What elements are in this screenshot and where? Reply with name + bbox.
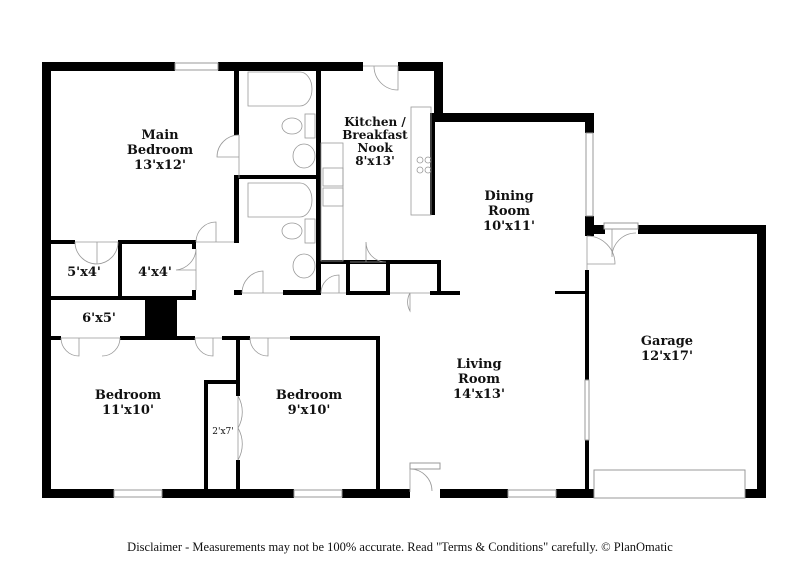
room-label-bedroom-right: Bedroom 9'x10' [275,388,343,418]
room-label-main-bedroom: Main Bedroom 13'x12' [126,128,194,173]
room-label-closet-4x4: 4'x4' [138,265,172,280]
windows [113,62,746,499]
room-label-kitchen: Kitchen / Breakfast Nook 8'x13' [342,115,408,168]
doors [60,65,638,492]
walls [42,62,766,498]
room-label-bedroom-left: Bedroom 11'x10' [94,388,162,418]
fixtures [247,71,432,279]
room-label-living-room: Living Room 14'x13' [453,357,505,402]
room-label-closet-2x7: 2'x7' [212,427,234,437]
room-label-closet-5x4: 5'x4' [67,265,101,280]
disclaimer-text: Disclaimer - Measurements may not be 100… [127,540,673,554]
room-label-closet-6x5: 6'x5' [82,311,116,326]
room-label-dining-room: Dining Room 10'x11' [483,189,535,234]
room-label-garage: Garage 12'x17' [640,334,694,364]
